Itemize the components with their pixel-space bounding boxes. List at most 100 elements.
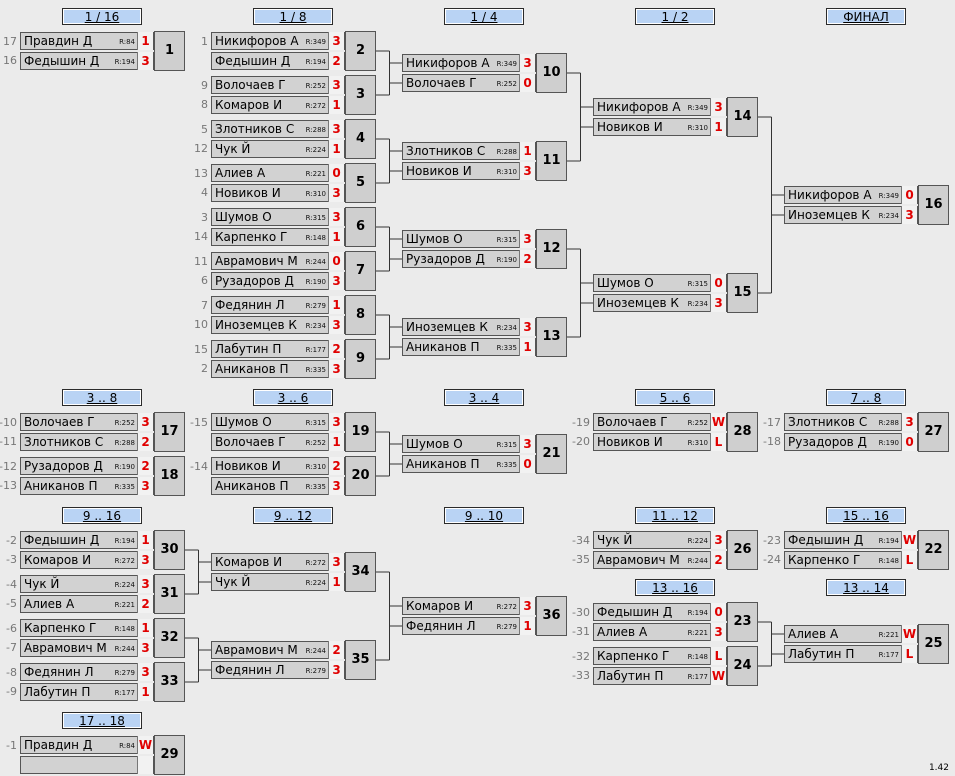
round-header-11-12[interactable]: 11 .. 12 [635,507,715,524]
round-header-13-16[interactable]: 13 .. 16 [635,579,715,596]
round-header-18[interactable]: 1 / 8 [253,8,333,25]
match-number: 4 [345,119,376,159]
seed-number: -8 [6,666,17,679]
round-header-3-4[interactable]: 3 .. 4 [444,389,524,406]
round-header-7-8[interactable]: 7 .. 8 [826,389,906,406]
match-number: 35 [345,640,376,680]
round-header-12[interactable]: 1 / 2 [635,8,715,25]
round-header-3-6[interactable]: 3 .. 6 [253,389,333,406]
round-header-15-16[interactable]: 15 .. 16 [826,507,906,524]
player-rating: R:234 [496,324,517,332]
player-score: L [710,647,726,665]
round-header-9-10[interactable]: 9 .. 10 [444,507,524,524]
round-header-13-14[interactable]: 13 .. 14 [826,579,906,596]
round-header-5-6[interactable]: 5 .. 6 [635,389,715,406]
round-header-3-8[interactable]: 3 .. 8 [62,389,142,406]
round-header-116[interactable]: 1 / 16 [62,8,142,25]
player-name: Рузадоров Д [788,435,867,449]
round-header-9-12[interactable]: 9 .. 12 [253,507,333,524]
seed-number: -24 [763,553,781,566]
round-header-17-18[interactable]: 17 .. 18 [62,712,142,729]
round-header-14[interactable]: 1 / 4 [444,8,524,25]
round-header-final[interactable]: ФИНАЛ [826,8,906,25]
player-slot[interactable] [20,756,154,774]
round-header-9-16[interactable]: 9 .. 16 [62,507,142,524]
player-rating: R:310 [687,439,708,447]
seed-number: 16 [3,54,17,67]
